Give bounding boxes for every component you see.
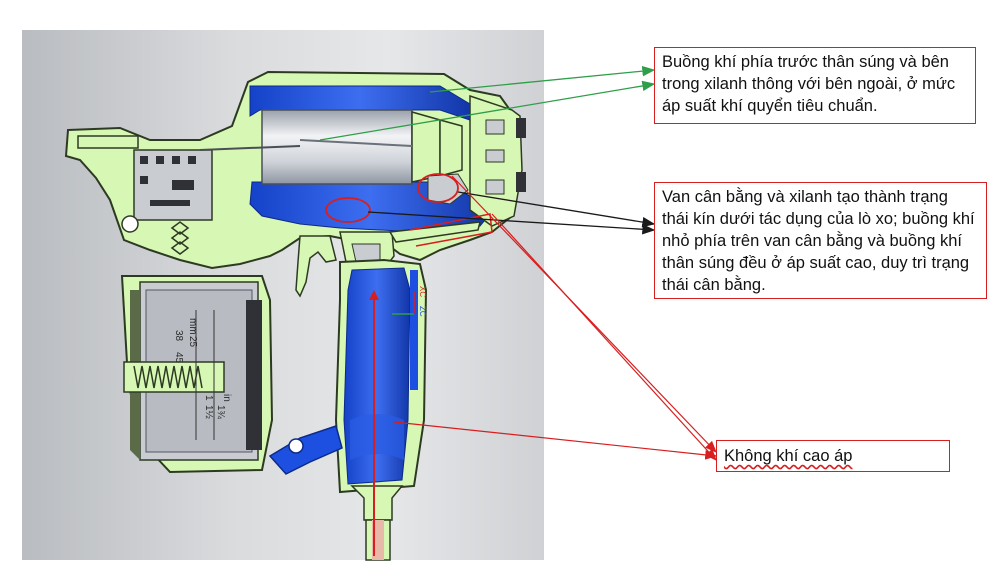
axis-label-x: XC <box>418 286 427 297</box>
highlight-marks <box>325 173 493 247</box>
scale-value-25: 25 <box>187 336 198 348</box>
gun-body <box>64 70 526 270</box>
scale-value-1-three-quarter: 1¾ <box>215 405 226 420</box>
scale-value-38: 38 <box>173 330 184 342</box>
magazine-link-arm <box>268 425 343 475</box>
axis-indicator: XC ZC <box>392 286 427 317</box>
scale-unit-in: in <box>221 394 232 402</box>
magazine-drum <box>120 275 274 474</box>
scale-value-1-half: 1½ <box>203 405 214 420</box>
scale-value-45: 45 <box>173 352 184 364</box>
leader-lines-balance-valve <box>367 191 656 235</box>
callout-front-chamber: Buồng khí phía trước thân súng và bên tr… <box>654 47 976 124</box>
leader-lines-front-chamber <box>319 65 656 141</box>
scale-unit-mm: mm <box>187 318 198 335</box>
axis-label-z: ZC <box>418 306 427 317</box>
callout-balance-valve: Van cân bằng và xilanh tạo thành trạng t… <box>654 182 987 299</box>
callout-high-pressure-box: Không khí cao áp <box>716 440 950 472</box>
scale-value-1: 1 <box>203 395 214 401</box>
nail-length-scale: mm 25 38 45 in 1 1½ 1¾ <box>173 310 232 440</box>
leader-lines-high-pressure <box>393 175 718 461</box>
callout-high-pressure: Không khí cao áp <box>724 447 853 465</box>
gun-handle <box>334 258 428 561</box>
